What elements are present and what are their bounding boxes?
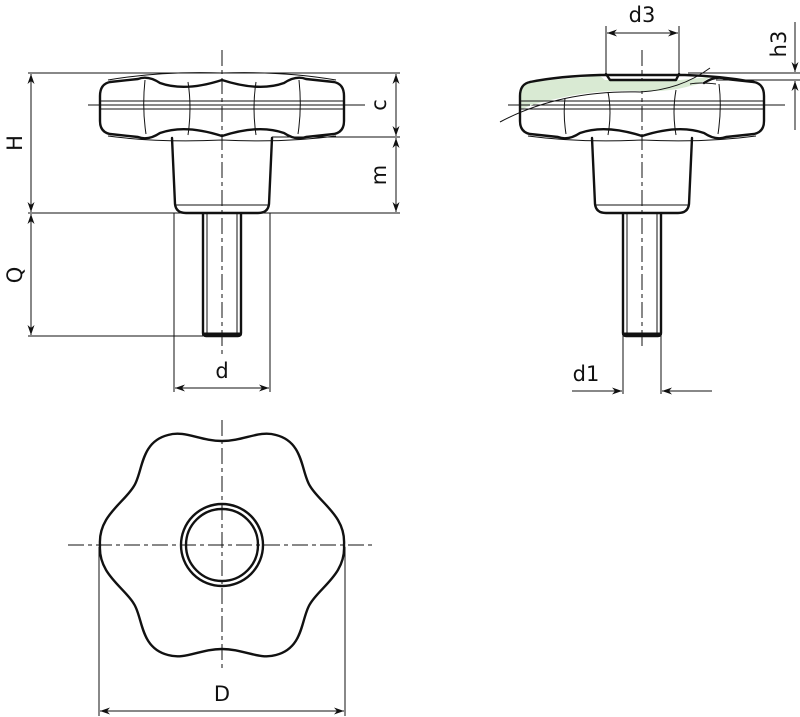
label-d1: d1 (573, 362, 600, 386)
label-h3: h3 (767, 31, 791, 58)
top-view: D (68, 420, 376, 716)
knob-top-edge (528, 73, 756, 84)
section-break-line (499, 67, 711, 123)
section-edge (689, 82, 717, 85)
grip-ridge (297, 79, 301, 135)
hub-outline (590, 136, 694, 215)
grip-ridge (253, 81, 257, 136)
label-H: H (3, 135, 27, 151)
bore-inner-circle (184, 507, 260, 583)
stud-outline (621, 212, 663, 338)
grip-ridge (143, 79, 147, 135)
grip-ridge (563, 97, 567, 135)
label-d: d (215, 359, 228, 383)
label-m: m (367, 165, 391, 185)
side-view-left: H c m Q d (3, 50, 400, 392)
label-D: D (214, 682, 230, 706)
grip-ridge (187, 81, 191, 136)
bore-outer-circle (179, 502, 265, 588)
section-hatch-fill (521, 76, 710, 110)
grip-ridge (607, 91, 611, 136)
stud-outline (201, 212, 243, 338)
star-knob-outline (98, 432, 346, 658)
knob-bottom-edge (107, 135, 337, 142)
label-d3: d3 (629, 3, 656, 27)
label-Q: Q (3, 267, 27, 284)
side-view-right-section: d3 h3 d1 (499, 3, 800, 395)
label-c: c (367, 99, 391, 111)
grip-ridge (673, 89, 677, 136)
knob-head-outline (518, 76, 766, 140)
knob-bottom-edge (527, 135, 757, 142)
counterbore-recess (604, 72, 681, 82)
knob-head-outline (98, 76, 346, 140)
